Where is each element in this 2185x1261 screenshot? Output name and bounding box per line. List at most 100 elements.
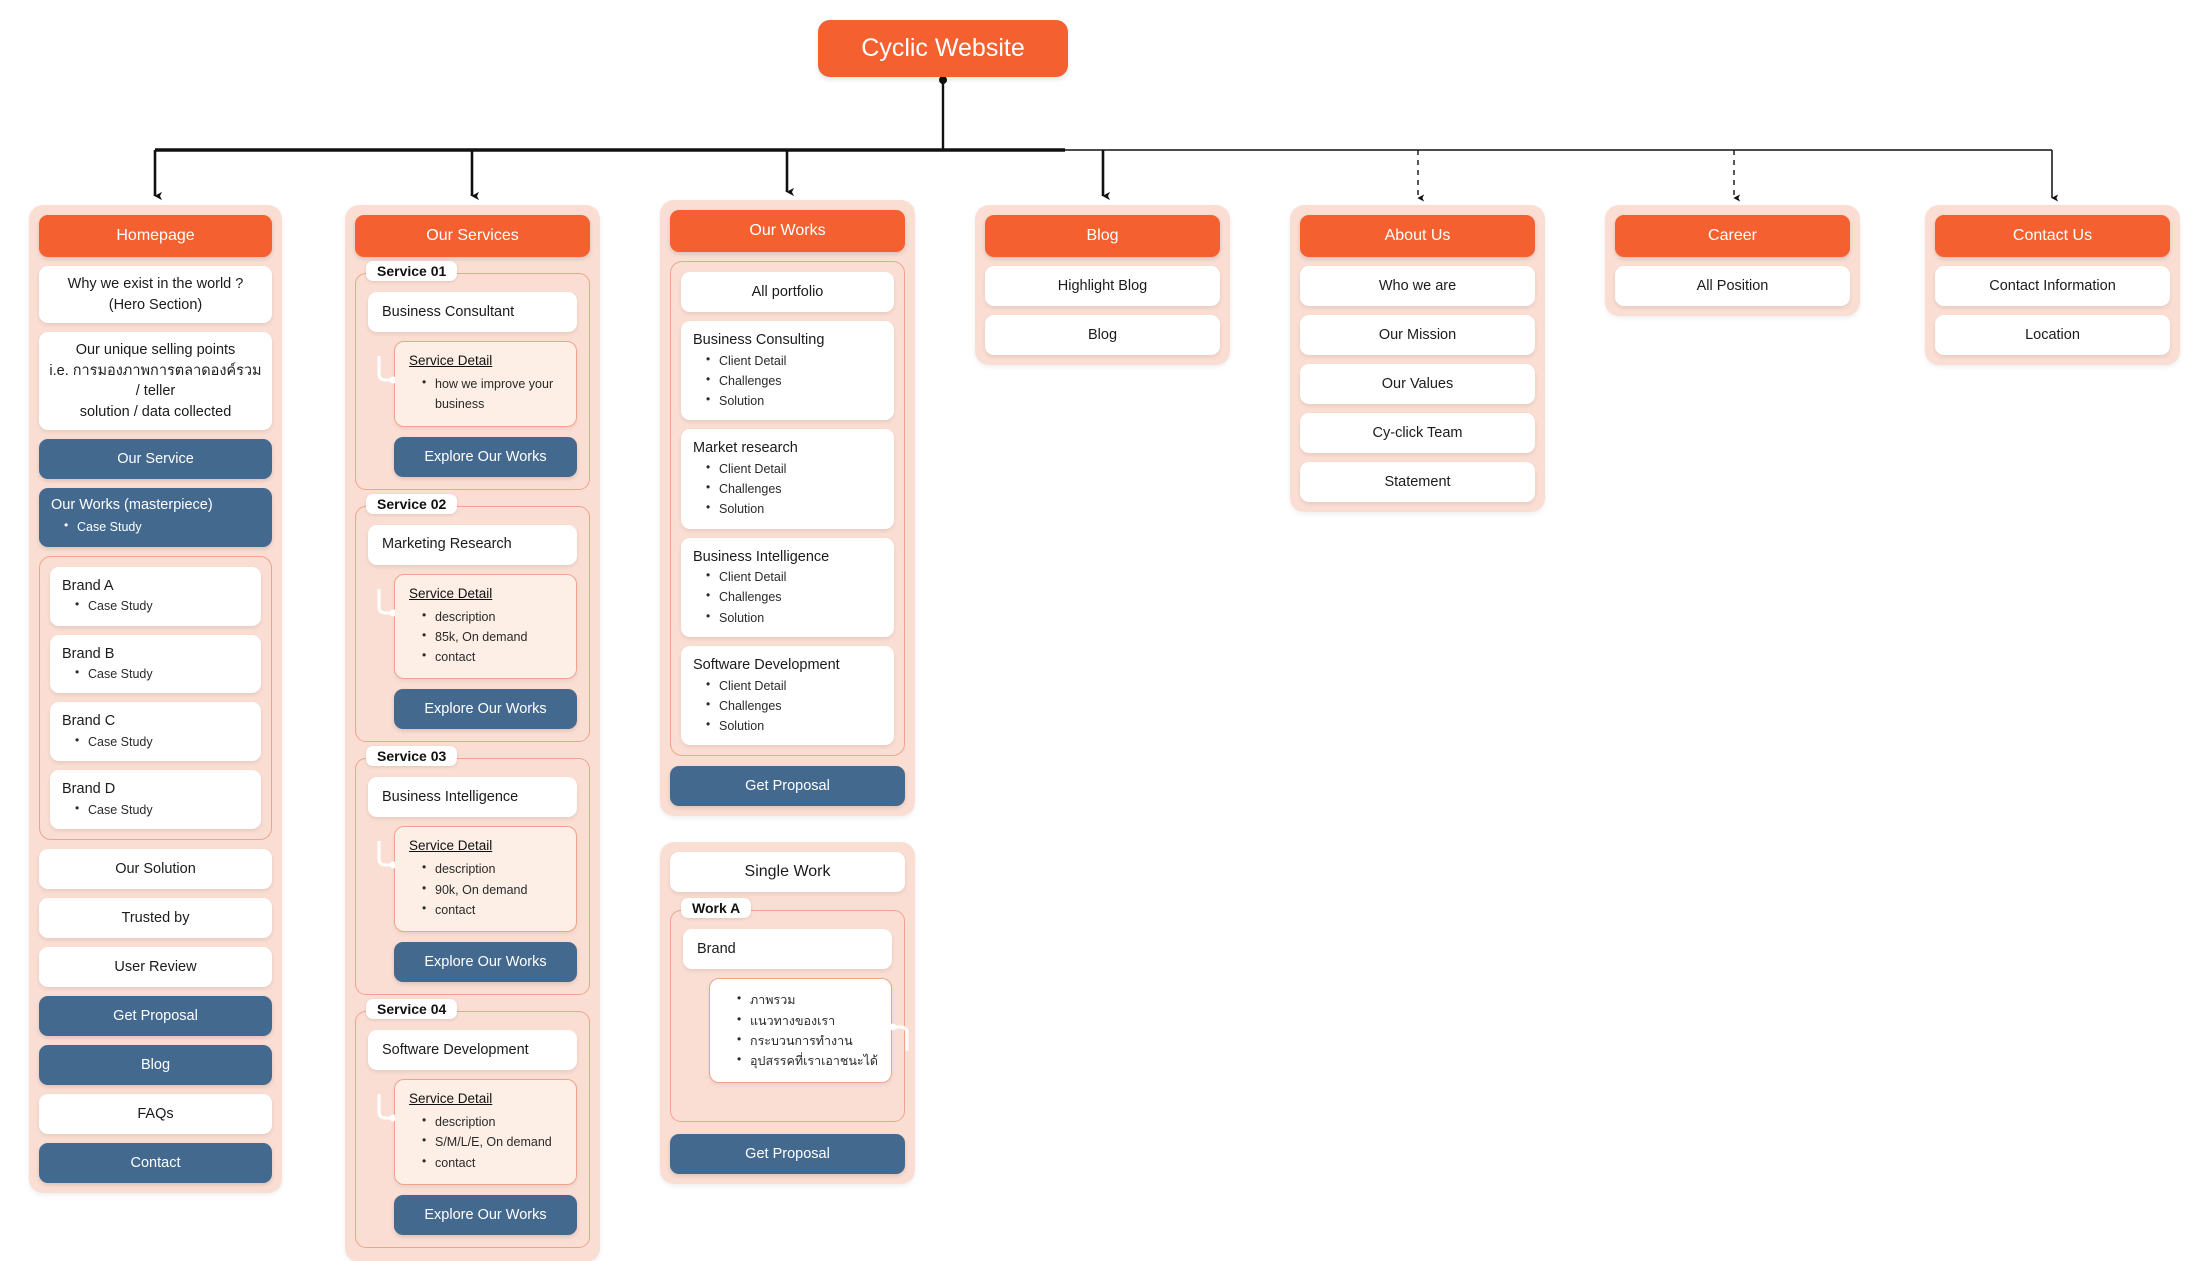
section-header-label: Career (1708, 227, 1757, 244)
service-01-detail[interactable]: Service Detail how we improve your busin… (377, 341, 577, 427)
button-get-proposal-works[interactable]: Get Proposal (670, 766, 905, 807)
hero-line-1: Why we exist in the world ? (67, 276, 244, 292)
card-work-software-development[interactable]: Software Development Client Detail Chall… (681, 645, 894, 746)
cy-click-team-label: Cy-click Team (1372, 424, 1463, 441)
card-blog[interactable]: Blog (39, 1045, 272, 1086)
service-01-detail-title: Service Detail (409, 353, 493, 368)
group-tab-service-04: Service 04 (366, 999, 458, 1019)
service-02-title: Marketing Research (382, 536, 512, 553)
service-04-detail[interactable]: Service Detail description S/M/L/E, On d… (377, 1079, 577, 1185)
card-hero-section[interactable]: Why we exist in the world ? (Hero Sectio… (39, 266, 272, 324)
card-blog[interactable]: Blog (985, 315, 1220, 355)
card-location[interactable]: Location (1935, 315, 2170, 355)
card-service-01-title[interactable]: Business Consultant (368, 292, 577, 332)
detail-bullet: 90k, On demand (422, 878, 564, 900)
section-header-homepage[interactable]: Homepage (39, 215, 272, 257)
card-get-proposal[interactable]: Get Proposal (39, 996, 272, 1037)
section-header-about-us[interactable]: About Us (1300, 215, 1535, 257)
card-single-work-header[interactable]: Single Work (670, 852, 905, 893)
section-header-our-services[interactable]: Our Services (355, 215, 590, 257)
card-all-position[interactable]: All Position (1615, 266, 1850, 306)
card-our-mission[interactable]: Our Mission (1300, 315, 1535, 355)
section-header-our-works[interactable]: Our Works (670, 210, 905, 252)
card-work-a-brand[interactable]: Brand (683, 929, 892, 970)
bullet-case-study: Case Study (75, 799, 249, 820)
brand-d-bullets: Case Study (62, 799, 249, 820)
who-we-are-label: Who we are (1378, 277, 1457, 294)
card-our-solution[interactable]: Our Solution (39, 849, 272, 890)
work-title: Business Intelligence (693, 548, 830, 565)
card-unique-selling-points[interactable]: Our unique selling points i.e. การมองภาพ… (39, 332, 272, 431)
service-02-detail[interactable]: Service Detail description 85k, On deman… (377, 573, 577, 680)
portfolio-group: All portfolio Business Consulting Client… (670, 261, 905, 757)
work-a-detail[interactable]: ภาพรวม แนวทางของเรา กระบวนการทำงาน อุปสร… (709, 978, 909, 1084)
usp-line-1: Our unique selling points (75, 342, 236, 359)
brand-b-label: Brand B (62, 645, 115, 662)
card-faqs[interactable]: FAQs (39, 1094, 272, 1135)
blog-panel: Blog Highlight Blog Blog (975, 205, 1230, 365)
section-header-blog[interactable]: Blog (985, 215, 1220, 257)
card-service-03-title[interactable]: Business Intelligence (368, 777, 577, 818)
card-all-portfolio[interactable]: All portfolio (681, 272, 894, 312)
card-highlight-blog[interactable]: Highlight Blog (985, 266, 1220, 306)
card-cy-click-team[interactable]: Cy-click Team (1300, 413, 1535, 453)
card-contact[interactable]: Contact (39, 1143, 272, 1184)
column-homepage: Homepage Why we exist in the world ? (He… (29, 205, 282, 1194)
highlight-blog-label: Highlight Blog (1057, 277, 1148, 294)
our-service-label: Our Service (117, 451, 194, 468)
work-bullet: Solution (706, 390, 882, 411)
service-03-detail[interactable]: Service Detail description 90k, On deman… (377, 826, 577, 932)
card-user-review[interactable]: User Review (39, 947, 272, 988)
work-bullet: Challenges (706, 370, 882, 391)
group-service-01: Service 01 Business Consultant Service D… (355, 261, 590, 490)
card-service-02-title[interactable]: Marketing Research (368, 524, 577, 565)
card-brand-b[interactable]: Brand B Case Study (50, 634, 261, 694)
work-bullet: Challenges (706, 478, 882, 499)
button-get-proposal-single-work[interactable]: Get Proposal (670, 1134, 905, 1175)
button-explore-our-works-04[interactable]: Explore Our Works (394, 1194, 577, 1235)
button-explore-our-works-02[interactable]: Explore Our Works (394, 689, 577, 730)
card-work-business-consulting[interactable]: Business Consulting Client Detail Challe… (681, 321, 894, 421)
card-work-business-intelligence[interactable]: Business Intelligence Client Detail Chal… (681, 537, 894, 637)
card-trusted-by[interactable]: Trusted by (39, 898, 272, 939)
work-bullets: Client Detail Challenges Solution (693, 675, 882, 737)
card-our-values[interactable]: Our Values (1300, 364, 1535, 404)
elbow-connector-icon (377, 356, 395, 384)
card-our-works-masterpiece[interactable]: Our Works (masterpiece) Case Study (39, 488, 272, 547)
detail-bullet: contact (422, 899, 564, 920)
group-tab-service-03: Service 03 (366, 746, 458, 767)
our-works-masterpiece-label: Our Works (masterpiece) (51, 497, 213, 514)
our-values-label: Our Values (1381, 375, 1454, 392)
card-statement[interactable]: Statement (1300, 462, 1535, 502)
card-who-we-are[interactable]: Who we are (1300, 266, 1535, 306)
button-explore-our-works-03[interactable]: Explore Our Works (394, 942, 577, 982)
explore-label: Explore Our Works (424, 701, 547, 718)
our-mission-label: Our Mission (1378, 326, 1457, 343)
work-a-bullet: แนวทางของเรา (737, 1010, 879, 1031)
card-contact-information[interactable]: Contact Information (1935, 266, 2170, 306)
detail-bullet: contact (422, 1151, 564, 1173)
root-node[interactable]: Cyclic Website (818, 20, 1068, 77)
card-our-service[interactable]: Our Service (39, 439, 272, 480)
work-bullets: Client Detail Challenges Solution (693, 458, 882, 520)
group-tab-service-02: Service 02 (366, 493, 458, 514)
brand-d-label: Brand D (62, 781, 116, 798)
homepage-panel: Homepage Why we exist in the world ? (He… (29, 205, 282, 1194)
card-brand-d[interactable]: Brand D Case Study (50, 770, 261, 830)
service-04-detail-bullets: description S/M/L/E, On demand contact (409, 1111, 564, 1173)
detail-bullet: description (422, 605, 564, 627)
card-work-market-research[interactable]: Market research Client Detail Challenges… (681, 429, 894, 529)
our-services-panel: Our Services Service 01 Business Consult… (345, 205, 600, 1261)
work-bullet: Solution (706, 607, 882, 628)
section-header-contact-us[interactable]: Contact Us (1935, 215, 2170, 257)
work-bullet: Solution (706, 715, 882, 736)
card-brand-a[interactable]: Brand A Case Study (50, 566, 261, 626)
card-brand-c[interactable]: Brand C Case Study (50, 702, 261, 762)
brand-a-bullets: Case Study (62, 595, 249, 616)
section-header-career[interactable]: Career (1615, 215, 1850, 257)
button-explore-our-works-01[interactable]: Explore Our Works (394, 436, 577, 477)
elbow-connector-icon (377, 1094, 395, 1122)
our-solution-label: Our Solution (115, 860, 196, 877)
card-service-04-title[interactable]: Software Development (368, 1030, 577, 1070)
